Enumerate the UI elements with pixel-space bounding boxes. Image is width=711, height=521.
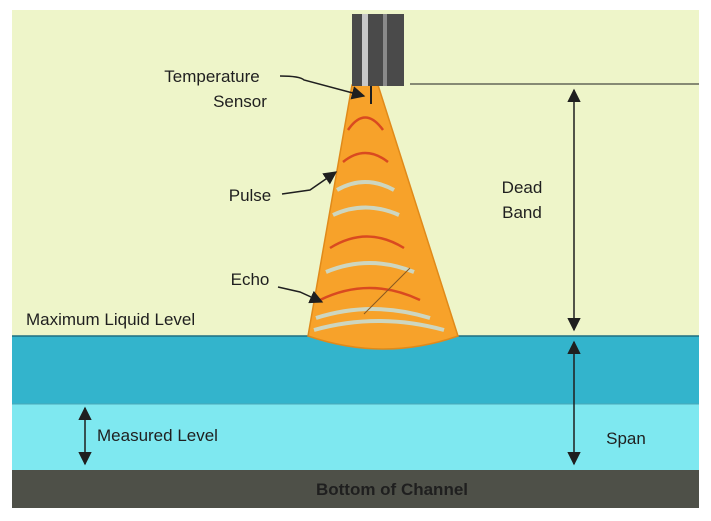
pulse-arc [346, 116, 385, 131]
echo-arc [315, 307, 431, 320]
ultrasonic-sensor [352, 14, 404, 104]
maximum-liquid-level-label: Maximum Liquid Level [26, 310, 195, 329]
channel-bottom [12, 470, 699, 508]
sensor-highlight [362, 14, 368, 86]
dead-band-label-line2: Band [502, 203, 542, 222]
span-label: Span [606, 429, 646, 448]
echo-arc [325, 261, 415, 274]
pulse-arc [329, 235, 405, 250]
liquid-measured-layer [12, 404, 699, 470]
wave-arcs [313, 116, 445, 332]
pulse-arc [319, 286, 421, 302]
pulse-pointer [281, 171, 338, 195]
temperature-sensor-label-line2: Sensor [213, 92, 267, 111]
pulse-arc [342, 151, 389, 163]
echo-arc [313, 319, 445, 332]
dead-band-label-line1: Dead [502, 178, 543, 197]
sensor-body [352, 14, 404, 86]
sensor-beam [307, 84, 459, 350]
pulse-label: Pulse [229, 186, 272, 205]
temperature-sensor-pointer [279, 75, 366, 100]
echo-label: Echo [231, 270, 270, 289]
echo-pointer [277, 286, 324, 304]
measured-level-label: Measured Level [97, 426, 218, 445]
echo-arc [332, 205, 400, 217]
sensor-highlight [383, 14, 387, 86]
temperature-sensor-label-line1: Temperature [164, 67, 259, 86]
bottom-of-channel-label: Bottom of Channel [316, 480, 468, 499]
beam-centerline [363, 267, 411, 315]
echo-arc [336, 180, 395, 192]
